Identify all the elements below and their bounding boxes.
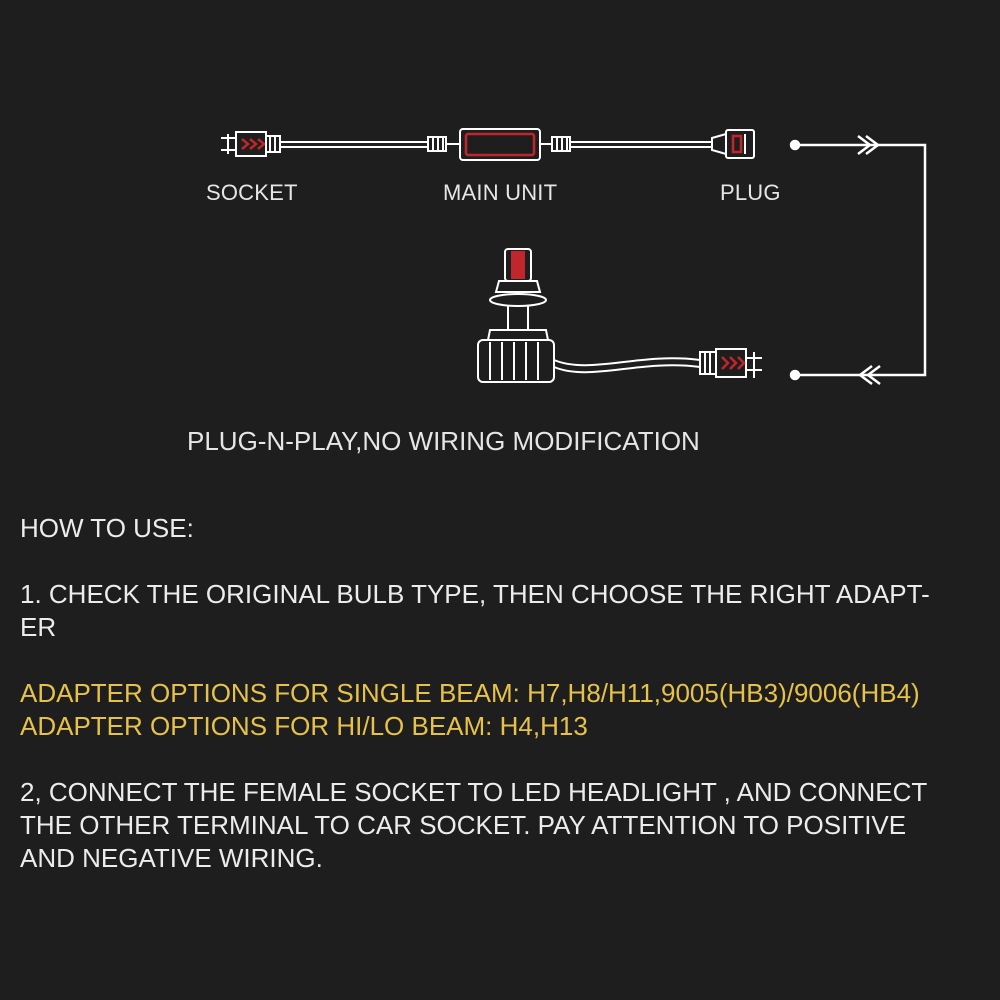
step2-line3: AND NEGATIVE WIRING. xyxy=(20,843,323,873)
instructions-block: HOW TO USE: 1. CHECK THE ORIGINAL BULB T… xyxy=(20,512,990,875)
instructions-heading: HOW TO USE: xyxy=(20,513,194,543)
connector-dot xyxy=(789,139,801,151)
wiring-diagram xyxy=(221,128,927,385)
step1-line1: 1. CHECK THE ORIGINAL BULB TYPE, THEN CH… xyxy=(20,579,930,609)
led-bulb-icon xyxy=(477,248,701,383)
wire-socket-to-main-unit xyxy=(280,141,428,148)
arrow-left-icon xyxy=(857,365,881,385)
step1-line2: ER xyxy=(20,612,57,642)
hilo-beam-options: ADAPTER OPTIONS FOR HI/LO BEAM: H4,H13 xyxy=(20,711,588,741)
step2-line1: 2, CONNECT THE FEMALE SOCKET TO LED HEAD… xyxy=(20,777,928,807)
wire-main-unit-to-plug xyxy=(570,141,712,148)
plug-label: PLUG xyxy=(720,180,781,205)
single-beam-options: ADAPTER OPTIONS FOR SINGLE BEAM: H7,H8/H… xyxy=(20,678,920,708)
connector-socket-icon xyxy=(221,131,281,157)
socket-label: SOCKET xyxy=(206,180,298,205)
arrow-right-icon xyxy=(857,135,881,155)
connection-loop xyxy=(789,139,927,381)
main-unit-label: MAIN UNIT xyxy=(443,180,558,205)
plug-icon xyxy=(711,129,755,159)
main-unit-icon xyxy=(427,128,571,161)
bulb-connector-icon xyxy=(699,348,762,378)
step2-line2: THE OTHER TERMINAL TO CAR SOCKET. PAY AT… xyxy=(20,810,907,840)
connector-dot xyxy=(789,369,801,381)
diagram-caption: PLUG-N-PLAY,NO WIRING MODIFICATION xyxy=(187,426,700,456)
